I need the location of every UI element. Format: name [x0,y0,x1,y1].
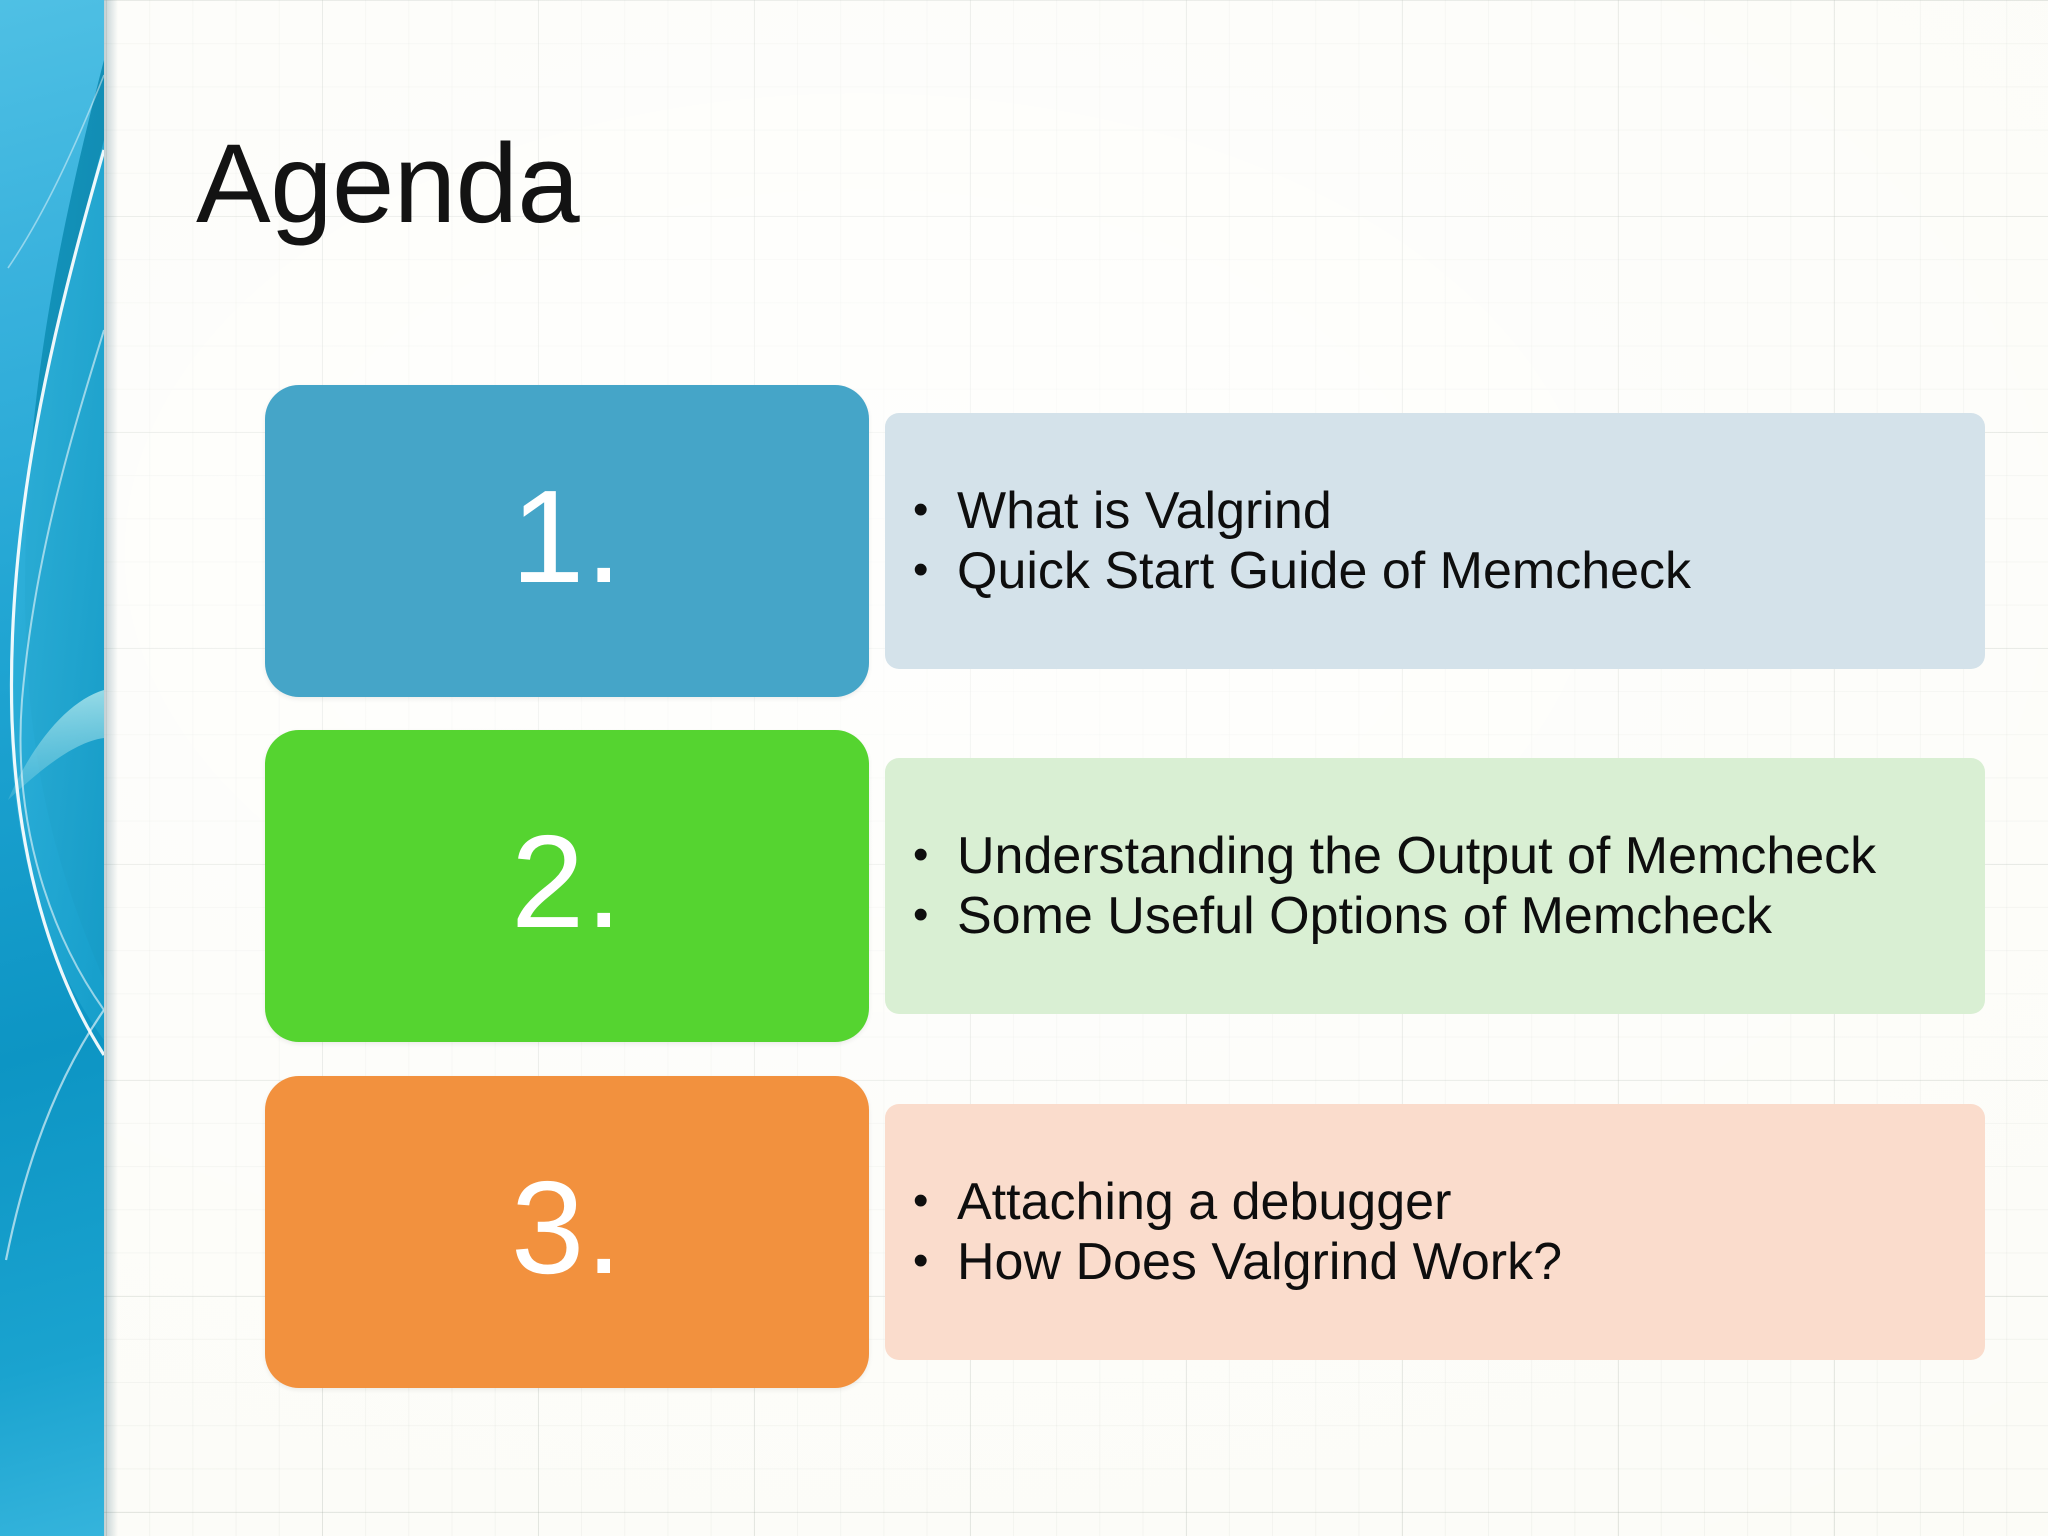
bullet-text: Attaching a debugger [957,1172,1452,1231]
list-item: • Attaching a debugger [913,1172,1949,1232]
band-wave-graphic [4,60,104,1261]
bullet-icon: • [913,1236,929,1285]
bullet-text: Quick Start Guide of Memcheck [957,542,1692,600]
agenda-content-panel-3: • Attaching a debugger • How Does Valgri… [885,1104,1985,1360]
agenda-number-box-3[interactable]: 3. [265,1076,869,1388]
agenda-content-panel-1: • What is Valgrind • Quick Start Guide o… [885,413,1985,669]
agenda-number-label-1: 1. [510,463,624,610]
list-item: • What is Valgrind [913,481,1949,541]
agenda-number-box-2[interactable]: 2. [265,730,869,1042]
agenda-content-panel-2: • Understanding the Output of Memcheck •… [885,758,1985,1014]
bullet-text: Understanding the Output of Memcheck [957,826,1877,885]
bullet-icon: • [913,484,929,534]
bullet-text: How Does Valgrind Work? [957,1233,1562,1291]
bullet-icon: • [913,545,929,594]
list-item: • Understanding the Output of Memcheck [913,826,1949,886]
agenda-number-label-3: 3. [510,1154,624,1301]
agenda-number-label-2: 2. [510,808,624,955]
left-decorative-band [0,0,104,1536]
bullet-icon: • [913,829,929,879]
agenda-number-box-1[interactable]: 1. [265,385,869,697]
list-item: • Quick Start Guide of Memcheck [913,541,1949,601]
bullet-icon: • [913,1175,929,1225]
list-item: • Some Useful Options of Memcheck [913,886,1949,946]
bullet-text: What is Valgrind [957,481,1332,540]
list-item: • How Does Valgrind Work? [913,1232,1949,1292]
page-title: Agenda [196,121,580,246]
bullet-text: Some Useful Options of Memcheck [957,887,1772,945]
bullet-icon: • [913,890,929,939]
